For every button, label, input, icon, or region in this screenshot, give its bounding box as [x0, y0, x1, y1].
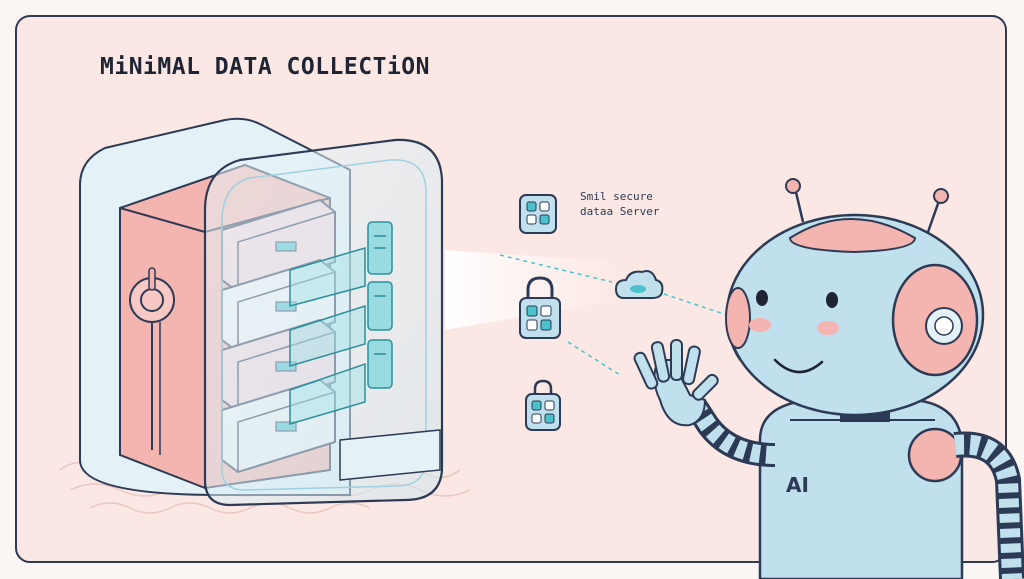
- robot-right-eye: [826, 292, 838, 308]
- robot-left-eye: [756, 290, 768, 306]
- robot-icon: AI: [633, 178, 1024, 579]
- robot-left-arm: [684, 398, 776, 467]
- hologram-screens: [289, 221, 393, 426]
- server-rack-icon: [79, 117, 444, 507]
- robot-chest-label: AI: [786, 473, 809, 497]
- robot-smile: [773, 358, 824, 374]
- caption-line-2: dataa Server: [580, 205, 660, 218]
- cloud-icon: [614, 270, 664, 299]
- caption-line-1: Smil secure: [580, 190, 653, 203]
- data-beam: [445, 250, 620, 330]
- robot-hand: [633, 339, 719, 427]
- page-title: MiNiMAL DATA COLLECTiON: [100, 54, 430, 80]
- connection-lines: [499, 254, 731, 376]
- keypad-icon: [519, 194, 557, 234]
- robot-right-arm: [907, 427, 1024, 579]
- robot-ear: [891, 263, 979, 377]
- lock-icon: [519, 276, 561, 339]
- lock-small-icon: [525, 379, 561, 431]
